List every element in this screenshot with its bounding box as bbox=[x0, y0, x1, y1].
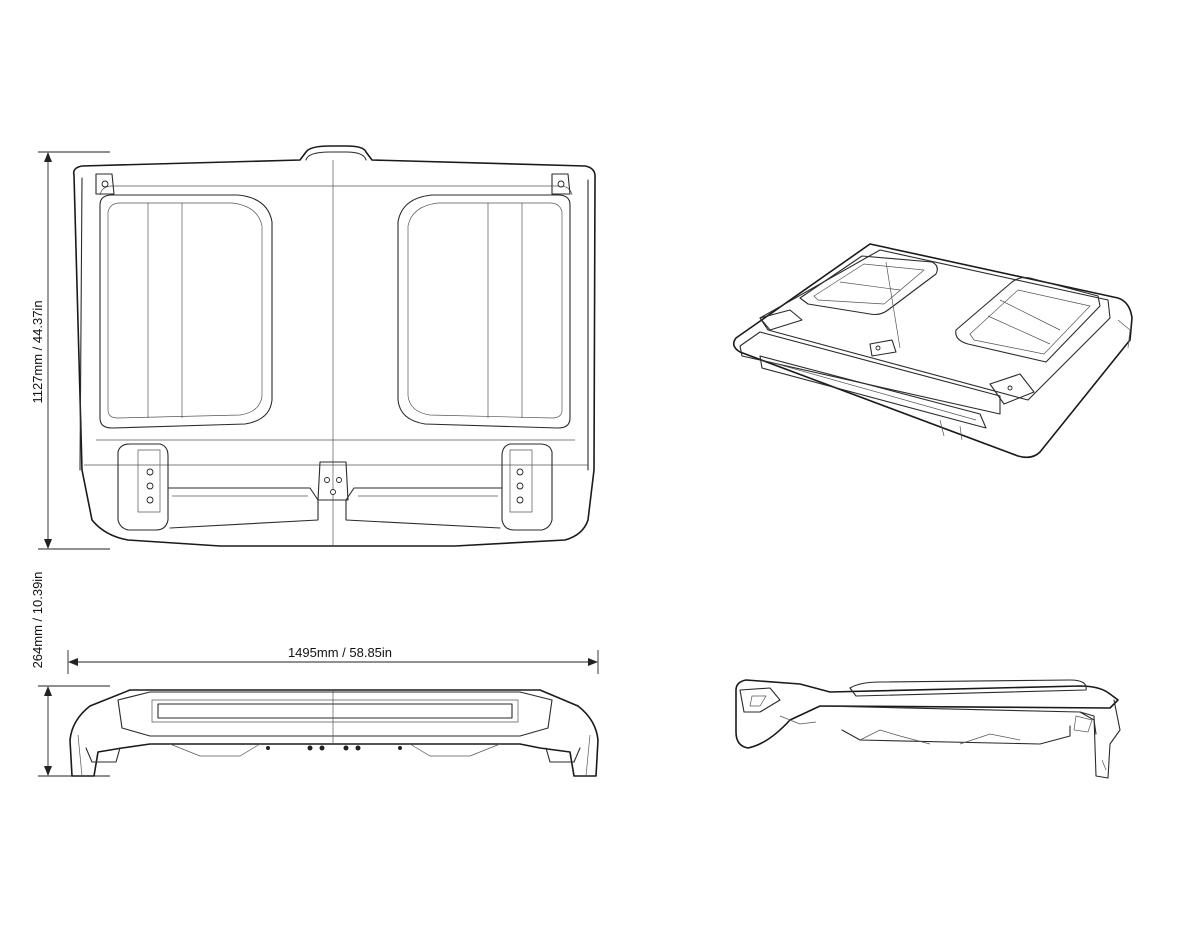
top-view bbox=[72, 145, 596, 547]
dimension-height-main-label: 1127mm / 44.37in bbox=[30, 300, 45, 403]
dimension-height-profile: 264mm / 10.39in bbox=[30, 572, 110, 777]
dimension-width: 1495mm / 58.85in bbox=[67, 645, 599, 674]
rear-view bbox=[69, 689, 599, 777]
dimension-height-profile-label: 264mm / 10.39in bbox=[30, 572, 45, 669]
dimension-width-label: 1495mm / 58.85in bbox=[288, 645, 392, 660]
side-view bbox=[735, 679, 1121, 779]
isometric-view bbox=[732, 243, 1133, 459]
dimension-height-main: 1127mm / 44.37in bbox=[30, 151, 110, 550]
